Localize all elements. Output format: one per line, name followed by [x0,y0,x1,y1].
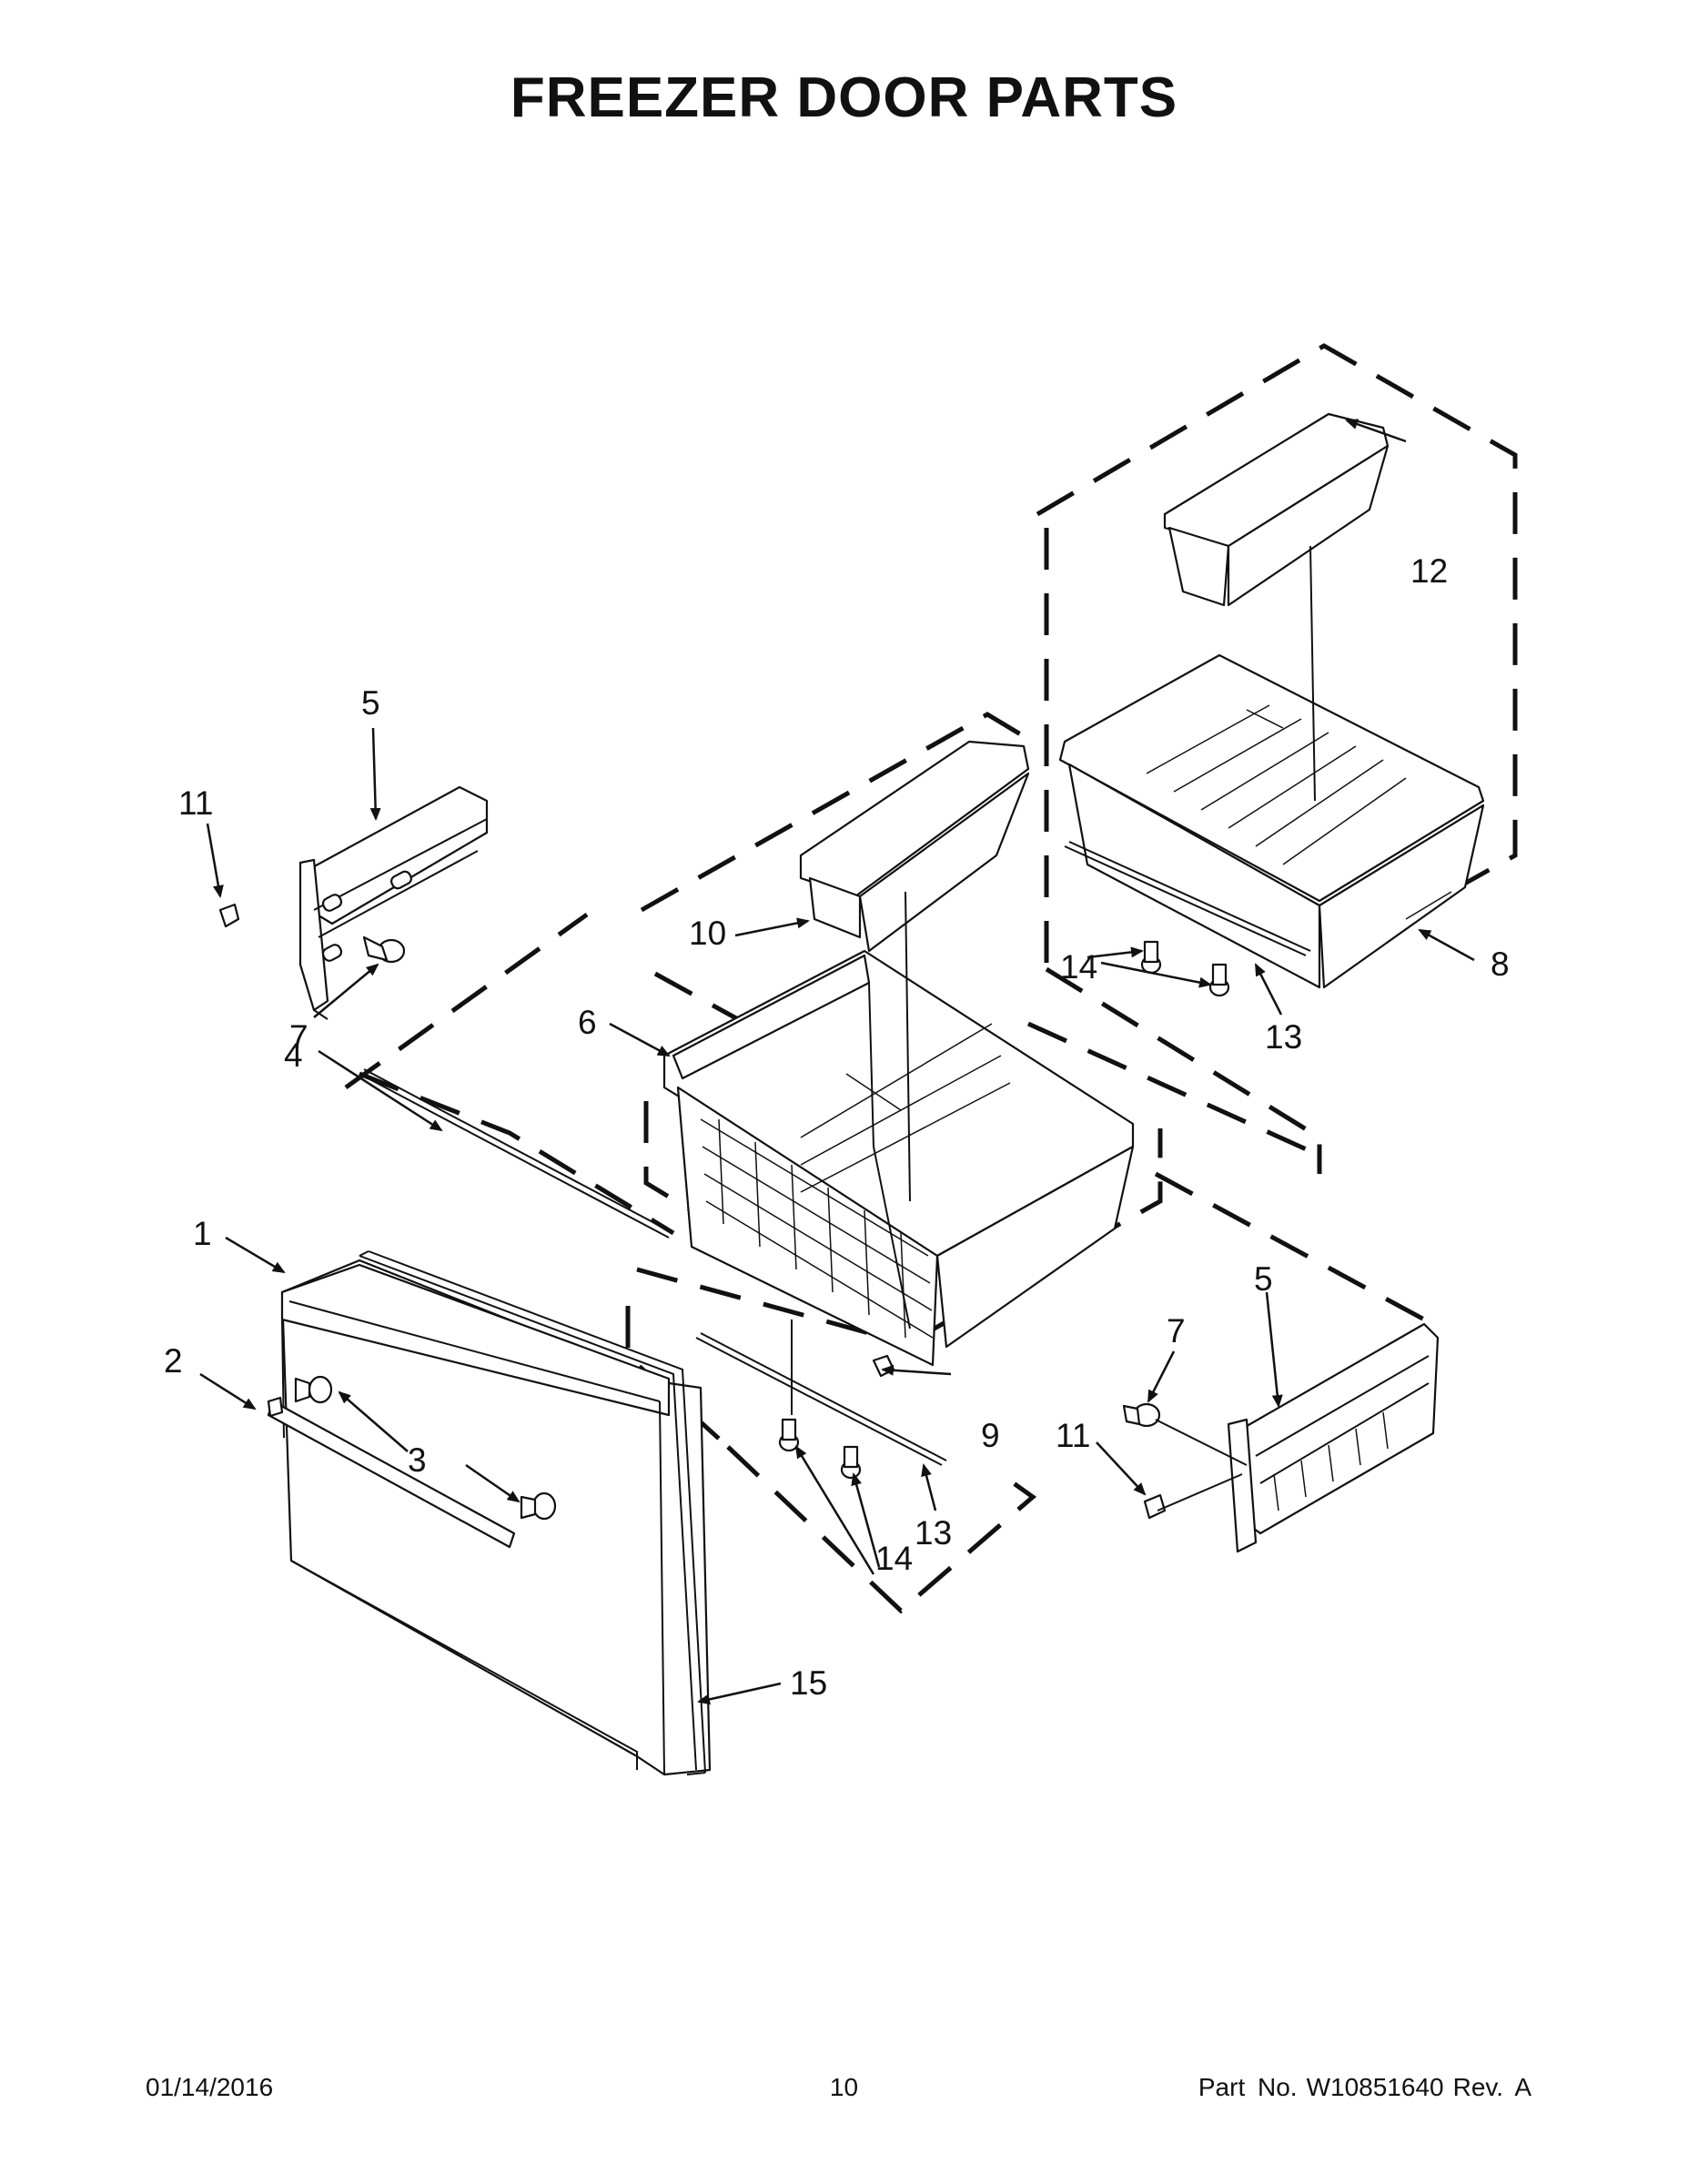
callout-10: 10 [689,915,726,952]
callout-12: 12 [1410,552,1448,590]
callout-14-lower: 14 [875,1540,913,1577]
right-rail-screw [1122,1402,1248,1466]
middle-screws [778,1320,862,1480]
callout-labels: 1 2 3 4 5 5 6 7 7 8 9 10 11 11 12 13 13 … [164,552,1510,1702]
callout-13-upper: 13 [1265,1018,1302,1056]
left-rail-screw [362,935,406,964]
callout-9: 9 [981,1417,1000,1454]
footer-page-number: 10 [829,2073,859,2101]
freezer-door [280,1259,712,1776]
callout-8: 8 [1491,945,1510,983]
footer-date: 01/14/2016 [146,2073,274,2101]
callout-1: 1 [193,1215,212,1252]
bumper [872,1354,895,1378]
left-rail-clip [218,903,240,928]
callout-5-left: 5 [361,684,380,722]
door-gasket [359,1250,706,1775]
footer-part-number: Part No. W10851640 Rev. A [1189,2073,1531,2102]
callout-15: 15 [790,1664,827,1702]
middle-rod [695,1337,943,1466]
callout-14-upper: 14 [1060,948,1097,986]
door-handle-trim [267,1396,516,1549]
callout-5-right: 5 [1254,1260,1273,1298]
upper-freezer-basket [1058,653,1485,989]
right-rail-clip [1143,1493,1167,1520]
leader-lines [199,419,1475,1705]
callout-11-right: 11 [1056,1417,1090,1454]
revision: Rev. A [1452,2073,1531,2101]
callout-7-left: 7 [289,1018,308,1056]
front-rod [359,1073,670,1239]
callout-13-lower: 13 [915,1514,952,1552]
upper-screws [1140,940,1230,997]
assembly-dashed-outlines [344,343,1518,1614]
part-number: W10851640 [1306,2073,1444,2101]
upper-rod [1064,845,1307,956]
callout-7-right: 7 [1167,1312,1186,1350]
callout-4: 4 [284,1036,303,1074]
part-label: Part No. [1198,2073,1298,2101]
handle-screws [294,1375,557,1521]
callout-2: 2 [164,1342,183,1380]
callout-3: 3 [408,1441,427,1479]
callout-6: 6 [578,1004,597,1041]
page-title: FREEZER DOOR PARTS [510,66,1178,129]
middle-freezer-basket [662,949,1135,1367]
upper-bin [1163,412,1390,607]
left-slide-rail [298,785,489,1020]
middle-bin [799,740,1030,953]
right-slide-rail [1227,1322,1440,1553]
basket-grille [700,1118,934,1339]
callout-11-left: 11 [178,784,213,822]
